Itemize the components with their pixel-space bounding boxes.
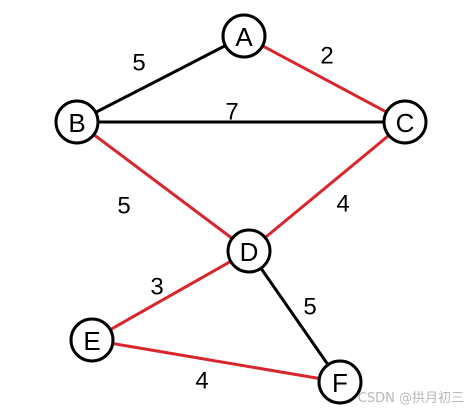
edge-d-f — [247, 250, 342, 383]
edge-weight-c-d: 4 — [336, 191, 349, 218]
node-circle-c — [382, 99, 428, 145]
edge-d-e — [91, 249, 250, 342]
node-a: A — [221, 13, 267, 59]
edge-c-d — [248, 120, 406, 253]
node-circle-b — [54, 99, 100, 145]
edge-weight-a-c: 2 — [320, 43, 333, 70]
node-circle-f — [317, 359, 363, 405]
node-d: D — [226, 228, 272, 274]
edge-weights-layer: 5 2 7 5 4 3 5 4 — [117, 43, 349, 395]
node-c: C — [382, 99, 428, 145]
edge-a-b — [76, 34, 245, 124]
edge-weight-a-b: 5 — [132, 50, 145, 77]
edge-weight-d-f: 5 — [303, 294, 316, 321]
edges-layer — [76, 34, 406, 384]
node-f: F — [317, 359, 363, 405]
csdn-watermark: CSDN @拱月初三 — [357, 391, 464, 406]
node-label-f: F — [332, 368, 348, 398]
edge-b-d — [76, 120, 250, 253]
node-b: B — [54, 99, 100, 145]
node-circle-a — [221, 13, 267, 59]
node-label-b: B — [68, 108, 85, 138]
node-circle-e — [69, 317, 115, 363]
node-label-d: D — [240, 237, 259, 267]
node-e: E — [69, 317, 115, 363]
edge-weight-b-c: 7 — [225, 99, 238, 126]
edge-a-c — [243, 34, 406, 124]
nodes-layer: A B C D E F — [54, 13, 428, 405]
node-label-c: C — [396, 108, 415, 138]
node-label-a: A — [235, 22, 253, 52]
edge-e-f — [91, 338, 341, 384]
node-circle-d — [226, 228, 272, 274]
edge-weight-b-d: 5 — [117, 193, 130, 220]
edge-weight-e-f: 4 — [195, 368, 208, 395]
edge-weight-d-e: 3 — [150, 274, 163, 301]
node-label-e: E — [83, 326, 100, 356]
